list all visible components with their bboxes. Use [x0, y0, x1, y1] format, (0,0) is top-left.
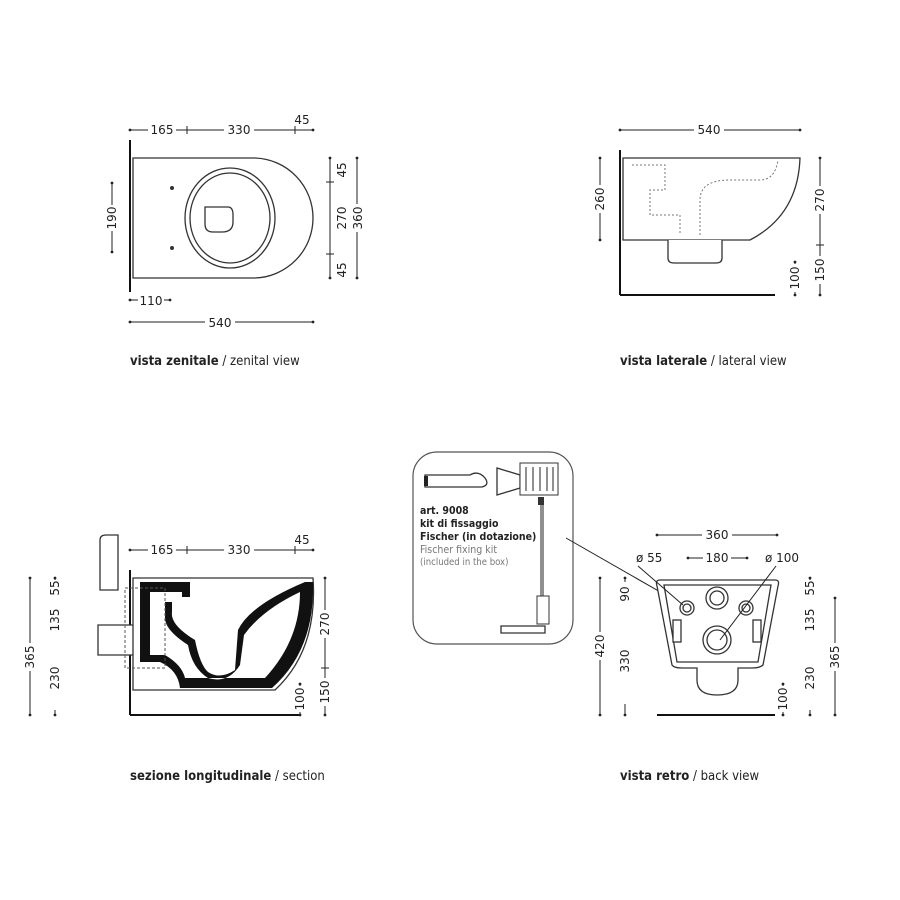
dim-label: 270 [813, 189, 827, 212]
dim-label: 260 [593, 188, 607, 211]
dim-label: 165 [151, 123, 174, 137]
dim-label: 45 [294, 113, 309, 127]
dim-label: 540 [698, 123, 721, 137]
dim-label: 365 [828, 646, 842, 669]
dim-label: 330 [228, 543, 251, 557]
rod-icon [500, 625, 546, 634]
dim-label: 45 [335, 262, 349, 277]
dim-label: 190 [105, 207, 119, 230]
dim-label: 230 [48, 667, 62, 690]
lateral-view: 540 260 270 150 100 vista laterale / lat… [592, 122, 828, 369]
dim-label: 100 [293, 688, 307, 711]
dim-label: 270 [318, 613, 332, 636]
bowl-side-outline [622, 157, 801, 241]
dim-label: 150 [813, 259, 827, 282]
dim-label: 270 [335, 207, 349, 230]
dim-label: 365 [23, 646, 37, 669]
dim-label: 330 [618, 650, 632, 673]
dim-label: 100 [788, 267, 802, 290]
dim-label: 420 [593, 635, 607, 658]
dim-label: 150 [318, 681, 332, 704]
anchor-plug-icon [424, 472, 488, 488]
dim-label: 90 [618, 586, 632, 601]
dim-label: 540 [209, 316, 232, 330]
dim-label: 230 [803, 667, 817, 690]
dim-label: 360 [706, 528, 729, 542]
zenital-view: 165 330 45 190 45 270 45 360 110 540 vis… [104, 113, 366, 369]
supply-pipe [99, 534, 119, 591]
kit-frame [412, 451, 574, 645]
dim-label: ø 55 [636, 551, 662, 565]
caption-section: sezione longitudinale / section [130, 769, 325, 784]
dim-label: 100 [776, 688, 790, 711]
dim-label: 55 [48, 580, 62, 595]
caption-zenital: vista zenitale / zenital view [130, 354, 300, 369]
dim-label: 330 [228, 123, 251, 137]
section-view: 165 330 45 55 135 230 365 270 150 100 se… [22, 533, 333, 784]
dim-label: 180 [706, 551, 729, 565]
dim-label: 45 [294, 533, 309, 547]
back-view: 360 180 ø 55 ø 100 420 90 330 55 135 230… [592, 527, 843, 784]
fixing-kit-callout: art. 9008 kit di fissaggio Fischer (in d… [412, 451, 684, 645]
kit-text: art. 9008 kit di fissaggio Fischer (in d… [420, 505, 539, 568]
caption-back: vista retro / back view [620, 769, 759, 784]
dim-label: 135 [48, 609, 62, 632]
caption-lateral: vista laterale / lateral view [620, 354, 787, 369]
dim-label: ø 100 [765, 551, 799, 565]
bowl-opening [204, 206, 234, 233]
dim-label: 110 [140, 294, 163, 308]
dim-label: 360 [351, 207, 365, 230]
dim-label: 55 [803, 580, 817, 595]
dim-label: 135 [803, 609, 817, 632]
dim-label: 45 [335, 162, 349, 177]
dim-label: 165 [151, 543, 174, 557]
